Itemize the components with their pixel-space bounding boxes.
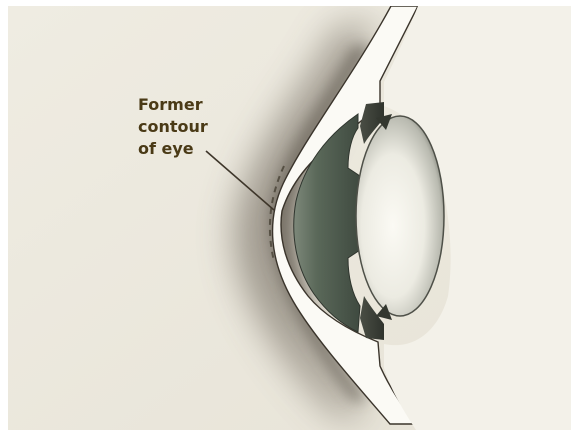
annotation-line-2: contour (138, 117, 208, 136)
annotation-line-1: Former (138, 95, 203, 114)
lens (356, 116, 444, 316)
illustration-plate: Former contour of eye (8, 6, 571, 430)
eye-cross-section-illustration: Former contour of eye (8, 6, 571, 430)
annotation-line-3: of eye (138, 139, 194, 158)
